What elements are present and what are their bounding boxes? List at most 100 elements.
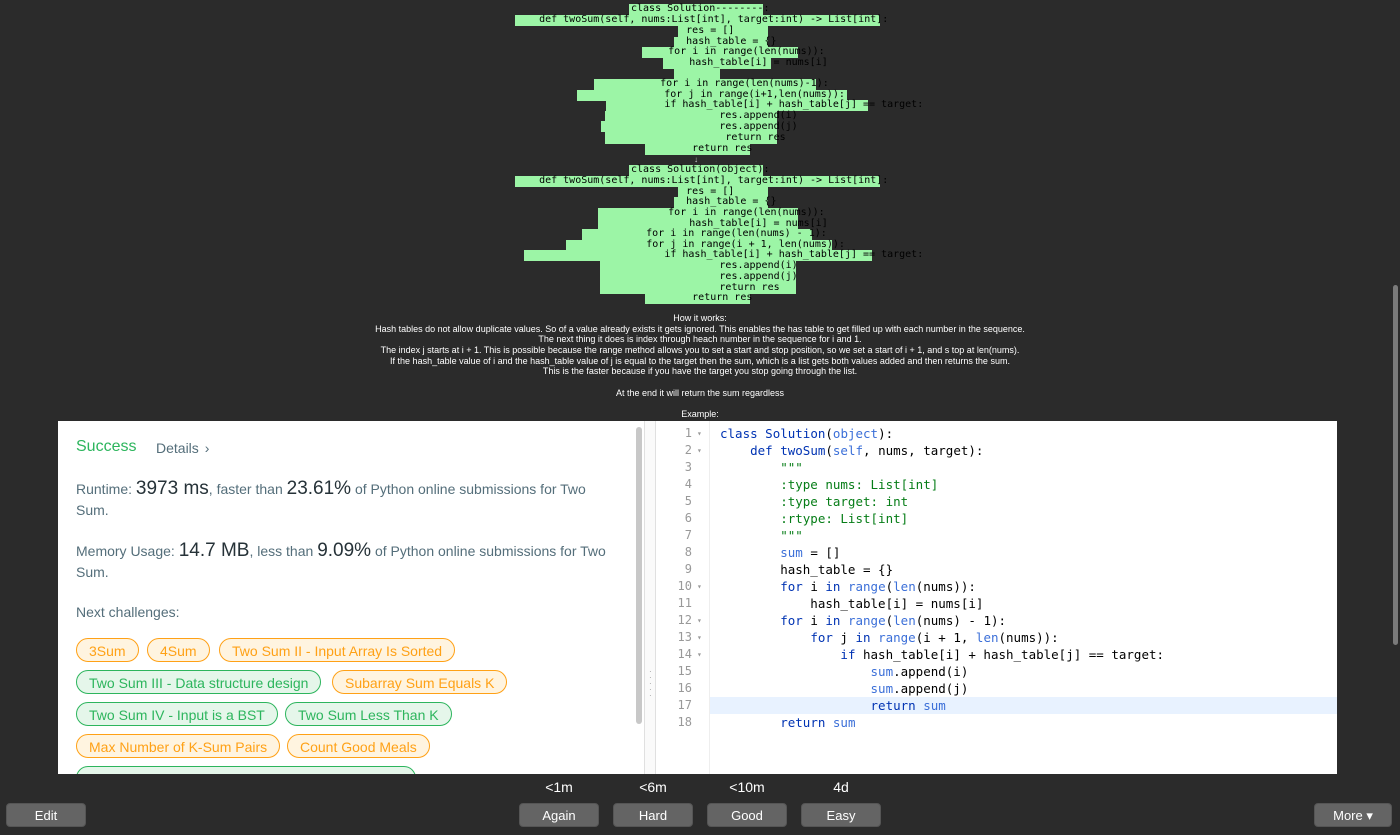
diff-arrow-icon: ↓ <box>694 155 698 164</box>
diff-before-line: return res <box>605 132 786 143</box>
code-line: hash_table[i] = nums[i] <box>720 596 984 611</box>
diff-after-line: res.append(i) <box>599 260 798 271</box>
memory-tail: of Python online submissions for Two Sum… <box>76 543 606 580</box>
line-number: 8 <box>684 545 692 559</box>
details-label: Details <box>156 440 199 456</box>
fold-arrow-icon[interactable]: ▾ <box>697 650 702 659</box>
explanation-text: How it works: Hash tables do not allow d… <box>0 313 1400 420</box>
challenge-tag[interactable]: Two Sum II - Input Array Is Sorted <box>219 638 456 662</box>
explanation-line: At the end it will return the sum regard… <box>615 387 785 398</box>
line-number: 15 <box>677 664 692 678</box>
diff-after-line: for j in range(i + 1, len(nums)): <box>574 239 845 250</box>
active-line-highlight <box>710 697 1337 714</box>
runtime-mid: , faster than <box>208 481 283 497</box>
code-line: def twoSum(self, nums, target): <box>750 443 984 458</box>
memory-percentile: 9.09% <box>317 540 372 561</box>
diff-before-line: res.append(j) <box>599 121 798 132</box>
line-number: 16 <box>677 681 692 695</box>
diff-before-line: hash_table[i] = nums[i] <box>617 57 828 68</box>
line-number: 17 <box>677 698 692 712</box>
chevron-right-icon: › <box>204 440 210 456</box>
runtime-tail: of Python online submissions for Two Sum… <box>76 481 586 518</box>
code-line: if hash_table[i] + hash_table[j] == targ… <box>840 647 1165 662</box>
explanation-line <box>0 399 1400 410</box>
result-scrollbar[interactable] <box>636 427 642 724</box>
diff-before-line: def twoSum(self, nums:List[int], target:… <box>515 14 889 25</box>
edit-button[interactable]: Edit <box>6 803 86 827</box>
submission-screenshot: Success Details› Runtime: 3973 ms, faste… <box>58 421 1337 774</box>
code-line: sum.append(j) <box>870 681 969 696</box>
code-line: :rtype: List[int] <box>720 511 909 526</box>
diff-after-line: res.append(j) <box>599 271 798 282</box>
challenge-tag[interactable]: Subarray Sum Equals K <box>332 670 508 694</box>
diff-before-line: hash_table = {} <box>638 36 777 47</box>
code-diff-image: class Solution--------: def twoSum(self,… <box>0 0 1400 310</box>
line-number: 10 <box>677 579 692 593</box>
diff-before-line: return res <box>644 143 753 154</box>
line-number: 13 <box>677 630 692 644</box>
explanation-line <box>0 377 1400 388</box>
diff-before-line: for i in range(len(nums)-1): <box>612 78 829 89</box>
challenge-tag[interactable]: Two Sum IV - Input is a BST <box>76 702 278 726</box>
diff-before-line: if hash_table[i] + hash_table[j] == targ… <box>568 99 924 110</box>
memory-value: 14.7 MB <box>178 540 250 561</box>
fold-arrow-icon[interactable]: ▾ <box>697 582 702 591</box>
diff-before-line: class Solution--------: <box>631 3 770 14</box>
diff-before-line: for i in range(len(nums)): <box>620 46 825 57</box>
good-button[interactable]: Good <box>707 803 787 827</box>
line-number: 4 <box>684 477 692 491</box>
diff-after-line: res = [] <box>638 186 735 197</box>
code-line: class Solution(object): <box>720 426 894 441</box>
more-button[interactable]: More ▾ <box>1314 803 1392 827</box>
explanation-line: The index j starts at i + 1. This is pos… <box>380 345 1020 356</box>
drag-dots-icon: ····· <box>649 667 652 700</box>
runtime-value: 3973 ms <box>135 478 209 499</box>
memory-label: Memory Usage: <box>76 543 175 559</box>
fold-arrow-icon[interactable]: ▾ <box>697 633 702 642</box>
line-number: 3 <box>684 460 692 474</box>
diff-after-line: def twoSum(self, nums:List[int], target:… <box>515 175 889 186</box>
memory-stat: Memory Usage: 14.7 MB, less than 9.09% o… <box>76 540 621 582</box>
again-button[interactable]: Again <box>519 803 599 827</box>
runtime-percentile: 23.61% <box>286 478 352 499</box>
challenge-tag[interactable]: 4Sum <box>147 638 210 662</box>
diff-after-line: class Solution(object): <box>631 164 770 175</box>
code-line: for i in range(len(nums) - 1): <box>780 613 1007 628</box>
fold-arrow-icon[interactable]: ▾ <box>697 616 702 625</box>
line-number: 5 <box>684 494 692 508</box>
code-line: return sum <box>870 698 946 713</box>
hard-button[interactable]: Hard <box>613 803 693 827</box>
line-number: 2 <box>684 443 692 457</box>
diff-after-line: return res <box>644 292 753 303</box>
line-number: 12 <box>677 613 692 627</box>
pane-resize-handle[interactable]: ····· <box>644 421 656 774</box>
line-number-gutter <box>656 421 710 774</box>
code-line: """ <box>720 528 803 543</box>
diff-before-line: res = [] <box>638 25 735 36</box>
diff-before-line: res.append(i) <box>599 110 798 121</box>
challenge-tag[interactable]: Two Sum III - Data structure design <box>76 670 322 694</box>
diff-after-line: hash_table = {} <box>638 196 777 207</box>
good-interval: <10m <box>729 779 765 795</box>
challenge-tag-partial[interactable] <box>76 766 416 774</box>
status-label: Success <box>76 438 137 455</box>
challenge-tag[interactable]: Max Number of K-Sum Pairs <box>76 734 281 758</box>
code-line: :type target: int <box>720 494 909 509</box>
page-scrollbar[interactable] <box>1393 285 1398 645</box>
details-link[interactable]: Details › <box>156 440 209 456</box>
code-line: hash_table = {} <box>720 562 894 577</box>
challenge-tag[interactable]: Two Sum Less Than K <box>285 702 452 726</box>
challenge-tag[interactable]: 3Sum <box>76 638 139 662</box>
easy-button[interactable]: Easy <box>801 803 881 827</box>
diff-after-line: for i in range(len(nums) - 1): <box>598 228 827 239</box>
fold-arrow-icon[interactable]: ▾ <box>697 446 702 455</box>
code-line: return sum <box>780 715 856 730</box>
line-number: 14 <box>677 647 692 661</box>
fold-arrow-icon[interactable]: ▾ <box>697 429 702 438</box>
result-panel: Success Details› Runtime: 3973 ms, faste… <box>58 421 644 774</box>
diff-before-line: for j in range(i+1,len(nums)): <box>592 89 845 100</box>
challenge-tag[interactable]: Count Good Meals <box>287 734 430 758</box>
line-number: 7 <box>684 528 692 542</box>
next-challenges-label: Next challenges: <box>76 604 180 620</box>
